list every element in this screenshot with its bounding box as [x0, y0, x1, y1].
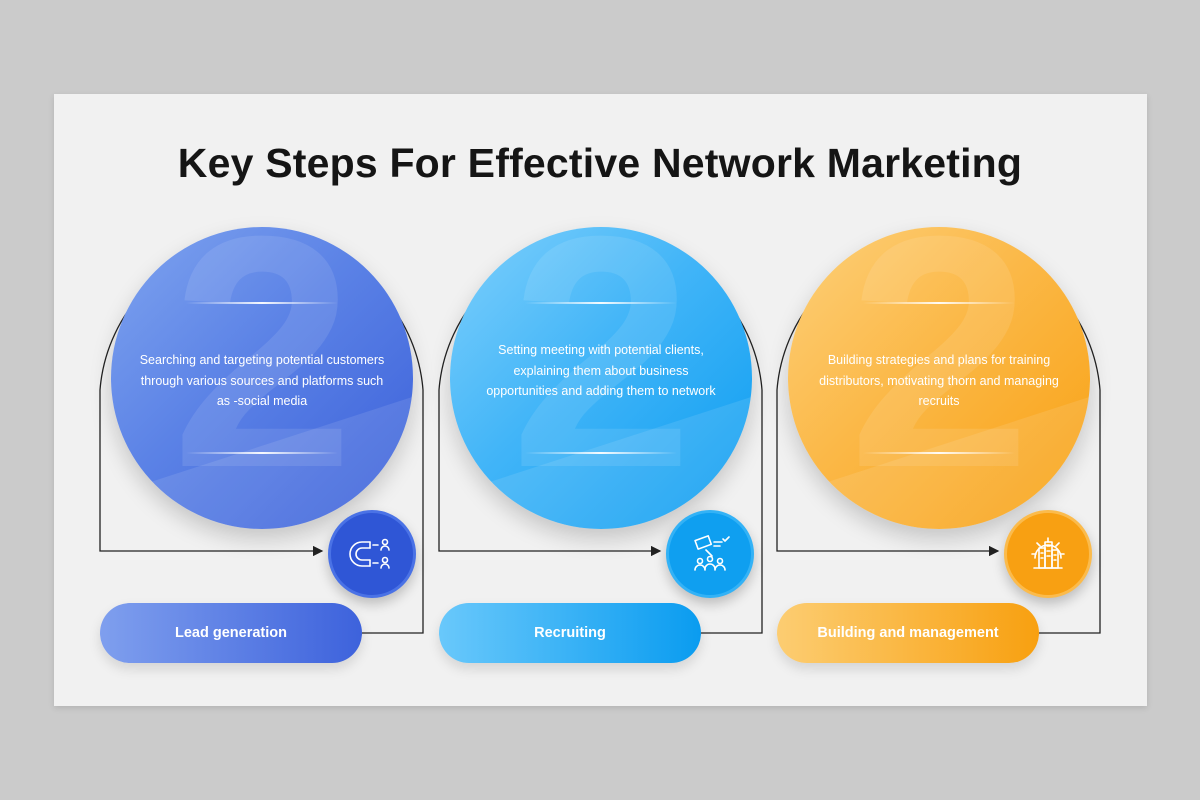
divider-line: [525, 302, 677, 304]
step-3-icon-badge: [1004, 510, 1092, 598]
step-2-circle: 2 Setting meeting with potential clients…: [450, 227, 752, 529]
step-1-label: Lead generation: [175, 625, 287, 641]
magnet-people-icon: [349, 538, 390, 569]
step-2-label: Recruiting: [534, 625, 606, 641]
page-title: Key Steps For Effective Network Marketin…: [177, 140, 1023, 186]
building-gear-icon: [1031, 537, 1065, 569]
divider-line: [186, 452, 338, 454]
step-3-label-pill: Building and management: [777, 603, 1039, 663]
step-3-description: Building strategies and plans for traini…: [819, 353, 1059, 408]
step-3-circle: 2 Building strategies and plans for trai…: [788, 227, 1090, 529]
step-2-icon-badge: [666, 510, 754, 598]
divider-line: [863, 452, 1015, 454]
step-2-label-pill: Recruiting: [439, 603, 701, 663]
step-1-icon-badge: [328, 510, 416, 598]
divider-line: [186, 302, 338, 304]
presentation-meeting-icon: [694, 535, 730, 571]
step-1-label-pill: Lead generation: [100, 603, 362, 663]
step-1-description: Searching and targeting potential custom…: [139, 353, 385, 408]
step-1-circle: 2 Searching and targeting potential cust…: [111, 227, 413, 529]
step-2-description: Setting meeting with potential clients, …: [486, 343, 716, 398]
step-3-label: Building and management: [817, 625, 999, 641]
divider-line: [525, 452, 677, 454]
divider-line: [863, 302, 1015, 304]
